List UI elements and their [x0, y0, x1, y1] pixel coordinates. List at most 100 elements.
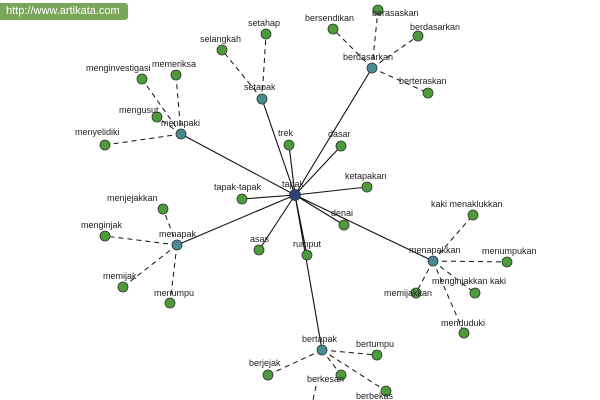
leaf-node-menginvestigasi	[136, 73, 148, 85]
label-bertapak: bertapak	[302, 334, 338, 344]
leaf-node-menjejakkan	[157, 203, 169, 215]
label-mengusut: mengusut	[119, 105, 159, 115]
edge-tapak-tapak-tapak	[241, 194, 296, 200]
label-kaki-menaklukkan: kaki menaklukkan	[431, 199, 503, 209]
hub-node-menapak	[171, 239, 183, 251]
label-menduduki: menduduki	[441, 318, 485, 328]
edge-menapaki-menyelidiki	[104, 133, 182, 146]
edge-berdasarkan-hub-berteraskan	[371, 67, 429, 94]
label-rumput: rumput	[293, 239, 322, 249]
edge-tapak-trek	[288, 144, 296, 196]
leaf-node-menduduki	[458, 327, 470, 339]
edge-menapak-memijak	[122, 244, 178, 288]
edge-menapak-menumpu	[169, 244, 178, 304]
leaf-node-asas	[253, 244, 265, 256]
leaf-node-berteraskan	[422, 87, 434, 99]
label-memijak: memijak	[103, 271, 137, 281]
leaf-node-menginjakkan-kaki	[469, 287, 481, 299]
edge-setapak-setahap	[261, 33, 267, 100]
edge-tapak-denai	[294, 194, 345, 226]
leaf-node-memijak	[117, 281, 129, 293]
edge-tapak-bertapak	[294, 194, 323, 351]
edge-tapak-dasar	[294, 145, 342, 196]
label-memeriksa: memeriksa	[152, 59, 196, 69]
label-menyelidiki: menyelidiki	[75, 127, 120, 137]
leaf-node-berjejak	[262, 369, 274, 381]
edge-tapak-ketapakan	[294, 186, 368, 196]
edge-tapak-menapakkan	[294, 194, 434, 262]
label-denai: denai	[331, 208, 353, 218]
edge-menapakkan-menduduki	[432, 260, 465, 334]
leaf-node-mengusut	[151, 111, 163, 123]
leaf-node-ketapakan	[361, 181, 373, 193]
hub-node-bertapak	[316, 344, 328, 356]
edge-berdasarkan-hub-berasaskan	[371, 9, 379, 69]
edge-menapakkan-memijakkan	[415, 260, 434, 294]
leaf-node-menyelidiki	[99, 139, 111, 151]
leaf-node-memijakkan	[410, 287, 422, 299]
leaf-node-menumpu	[164, 297, 176, 309]
label-menginjak: menginjak	[81, 220, 123, 230]
edge-tapak-setapak	[261, 98, 296, 196]
label-dasar: dasar	[328, 129, 351, 139]
leaf-node-tapak-tapak	[236, 193, 248, 205]
watermark-badge: http://www.artikata.com	[0, 3, 128, 20]
label-selangkah: selangkah	[200, 34, 241, 44]
label-bertumpu: bertumpu	[356, 339, 394, 349]
label-berdasarkan: berdasarkan	[410, 22, 460, 32]
hub-node-menapakkan	[427, 255, 439, 267]
edge-tapak-menapak	[176, 194, 296, 246]
leaf-node-trek	[283, 139, 295, 151]
edges-layer	[104, 9, 508, 400]
leaf-node-setahap	[260, 28, 272, 40]
hub-node-menapaki	[175, 128, 187, 140]
hub-node-setapak	[256, 93, 268, 105]
label-menumpu: menumpu	[154, 288, 194, 298]
edge-berdasarkan-hub-berdasarkan	[371, 35, 419, 69]
leaf-node-selangkah	[216, 44, 228, 56]
edge-setapak-selangkah	[221, 49, 263, 100]
label-menginjakkan-kaki: menginjakkan kaki	[432, 276, 506, 286]
leaf-node-bersendikan	[327, 23, 339, 35]
label-menapaki: menapaki	[161, 118, 200, 128]
watermark-text: http://www.artikata.com	[6, 5, 120, 17]
edge-menapakkan-kaki-menaklukkan	[432, 214, 474, 262]
label-ketapakan: ketapakan	[345, 171, 387, 181]
edge-bertapak-bertumpu	[321, 349, 378, 356]
label-berdasarkan-hub: berdasarkan	[343, 52, 393, 62]
label-trek: trek	[278, 128, 294, 138]
label-memijakkan: memijakkan	[384, 288, 432, 298]
edge-tapak-rumput	[294, 194, 308, 256]
label-tapak-tapak: tapak-tapak	[214, 182, 262, 192]
edge-tapak-berdasarkan-hub	[294, 67, 373, 196]
edge-bertapak-berjejak	[267, 349, 323, 376]
label-berasaskan: berasaskan	[372, 8, 419, 18]
edge-menapaki-menginvestigasi	[141, 78, 182, 135]
leaf-node-dasar	[335, 140, 347, 152]
nodes-layer	[99, 4, 513, 397]
leaf-node-denai	[338, 219, 350, 231]
edge-menapak-menjejakkan	[162, 208, 178, 246]
leaf-node-bertumpu	[371, 349, 383, 361]
leaf-node-rumput	[301, 249, 313, 261]
leaf-node-memeriksa	[170, 69, 182, 81]
label-setapak: setapak	[244, 82, 276, 92]
label-tapak: tapak	[282, 179, 305, 189]
hub-node-berdasarkan-hub	[366, 62, 378, 74]
leaf-node-berasaskan	[372, 4, 384, 16]
leaf-node-berkesan	[335, 369, 347, 381]
edge-tapak-asas	[258, 194, 296, 251]
label-menapakkan: menapakkan	[409, 245, 461, 255]
edge-menapaki-memeriksa	[175, 74, 182, 135]
label-menginvestigasi: menginvestigasi	[86, 63, 151, 73]
label-menapak: menapak	[159, 229, 197, 239]
label-menjejakkan: menjejakkan	[107, 193, 158, 203]
label-menumpukan: menumpukan	[482, 246, 537, 256]
leaf-node-menumpukan	[501, 256, 513, 268]
edge-tapak-menapaki	[180, 133, 296, 196]
label-berbekas: berbekas	[356, 391, 394, 400]
leaf-node-menginjak	[99, 230, 111, 242]
label-berjejak: berjejak	[249, 358, 281, 368]
